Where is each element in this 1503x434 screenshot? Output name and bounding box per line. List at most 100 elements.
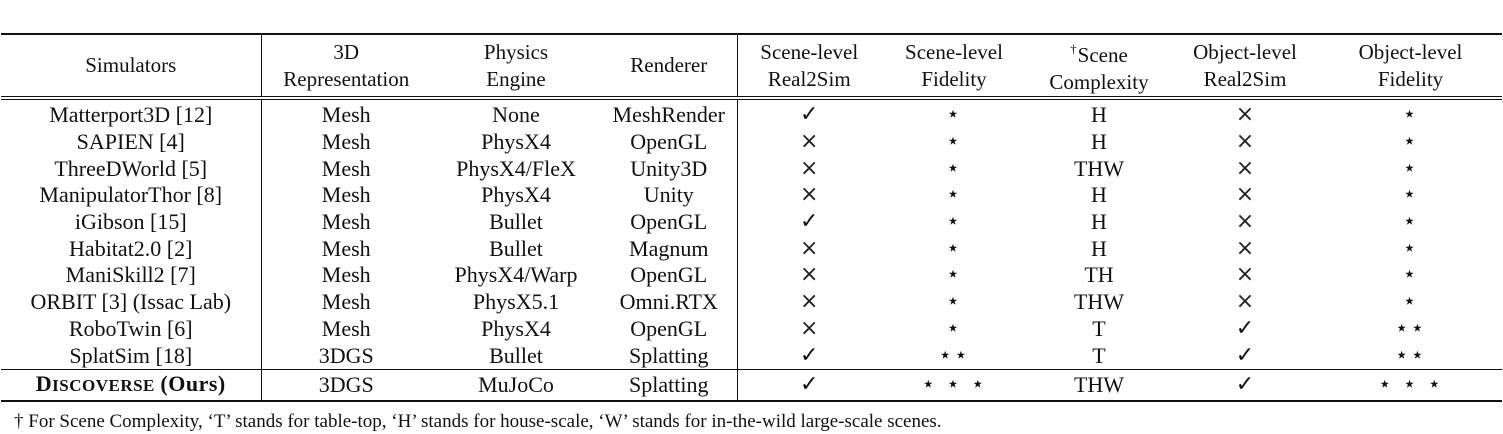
table-cell: ✓ <box>800 209 819 235</box>
ours-cell: ⋆ ⋆ ⋆ <box>1319 368 1502 402</box>
table-cell: Magnum <box>601 235 738 263</box>
header-line-1: Renderer <box>630 53 708 77</box>
ours-cell: MuJoCo <box>431 368 601 402</box>
table-cell: × <box>1235 289 1255 315</box>
dagger-mark: † <box>1070 41 1077 56</box>
table-cell: ⋆ <box>1402 129 1419 155</box>
table-cell: ✓ <box>800 342 819 368</box>
ours-name-cell: Discoverse (Ours) <box>1 368 262 402</box>
table-cell: Mesh <box>321 155 371 181</box>
table-cell: ⋆ <box>1402 155 1419 181</box>
header-line-1: 3D <box>333 39 360 64</box>
table-cell: ⋆⋆ <box>938 342 970 368</box>
table-cell: Bullet <box>489 235 543 261</box>
table-cell: H <box>1091 235 1107 261</box>
table-cell: OpenGL <box>601 315 738 343</box>
table-cell: Splatting <box>601 342 738 370</box>
table-cell: × <box>800 129 819 155</box>
table-cell: MeshRender <box>601 98 738 129</box>
simulator-name-cell: ManipulatorThor [8] <box>1 182 262 209</box>
table-cell: × <box>1235 182 1255 208</box>
table-cell: ⋆ <box>946 235 962 261</box>
table-cell: 3DGS <box>318 342 374 368</box>
table-cell: × <box>1235 209 1255 235</box>
table-cell: × <box>800 262 819 288</box>
table-cell: Mesh <box>321 182 371 208</box>
ours-cell: ✓ <box>1171 368 1319 402</box>
simulator-name-cell: ThreeDWorld [5] <box>1 155 262 183</box>
table-cell: × <box>800 155 819 181</box>
table-cell: ⋆ <box>946 262 962 288</box>
table-cell: H <box>1091 102 1107 128</box>
table-cell: ✓ <box>1235 342 1255 368</box>
table-cell: PhysX5.1 <box>472 289 560 315</box>
table-cell: ⋆ <box>946 209 962 235</box>
table-cell: ⋆ <box>946 182 962 208</box>
header-line-1: Scene <box>1077 43 1128 67</box>
column-header: Renderer <box>601 33 738 98</box>
table-cell: Mesh <box>321 315 371 341</box>
header-line-2: Complexity <box>1049 70 1149 94</box>
header-line-2: Fidelity <box>1377 66 1444 91</box>
table-cell: × <box>1235 102 1255 128</box>
table-cell: × <box>800 289 819 315</box>
table-cell: ⋆ <box>946 315 962 341</box>
table-cell: ⋆ <box>1402 235 1419 261</box>
simulator-name-cell: Matterport3D [12] <box>1 98 262 129</box>
table-cell: H <box>1091 209 1107 235</box>
table-cell: ✓ <box>800 102 819 128</box>
table-cell: ⋆ <box>946 129 962 155</box>
table-cell: ⋆⋆ <box>1394 315 1427 341</box>
header-line-1: Simulators <box>85 53 177 77</box>
table-cell: ⋆ <box>1402 262 1419 288</box>
table-cell: ⋆ <box>1402 102 1419 128</box>
table-cell: TH <box>1084 262 1114 288</box>
simulator-name-cell: SplatSim [18] <box>1 342 262 370</box>
table-cell: ⋆ <box>1402 289 1419 315</box>
table-cell: × <box>1235 129 1255 155</box>
header-line-1: Scene-level <box>905 39 1003 64</box>
table-cell: ⋆⋆ <box>1394 342 1427 368</box>
table-cell: T <box>1092 315 1106 341</box>
table-cell: Mesh <box>321 235 371 261</box>
table-cell: None <box>492 102 540 128</box>
table-cell: Mesh <box>321 209 371 235</box>
table-cell: PhysX4 <box>481 182 551 208</box>
table-cell: Bullet <box>489 342 543 368</box>
ours-cell: ✓ <box>737 368 881 402</box>
ours-cell: ⋆ ⋆ ⋆ <box>881 368 1027 402</box>
table-cell: Bullet <box>489 209 543 235</box>
table-cell: T <box>1092 342 1106 368</box>
table-cell: × <box>1235 235 1255 261</box>
header-line-1: Object-level <box>1358 39 1463 64</box>
table-cell: THW <box>1073 289 1125 315</box>
ours-cell: Splatting <box>601 368 738 402</box>
table-cell: OpenGL <box>601 262 738 289</box>
simulator-name-cell: RoboTwin [6] <box>1 315 262 343</box>
table-cell: Mesh <box>321 289 371 315</box>
table-cell: OpenGL <box>601 128 738 156</box>
table-cell: H <box>1091 182 1107 208</box>
table-cell: THW <box>1073 155 1125 181</box>
header-line-1: Scene-level <box>760 39 859 64</box>
header-line-2: Real2Sim <box>1203 66 1287 91</box>
simulator-name-cell: iGibson [15] <box>1 208 262 236</box>
table-cell: × <box>800 235 819 261</box>
table-cell: Mesh <box>321 102 371 128</box>
